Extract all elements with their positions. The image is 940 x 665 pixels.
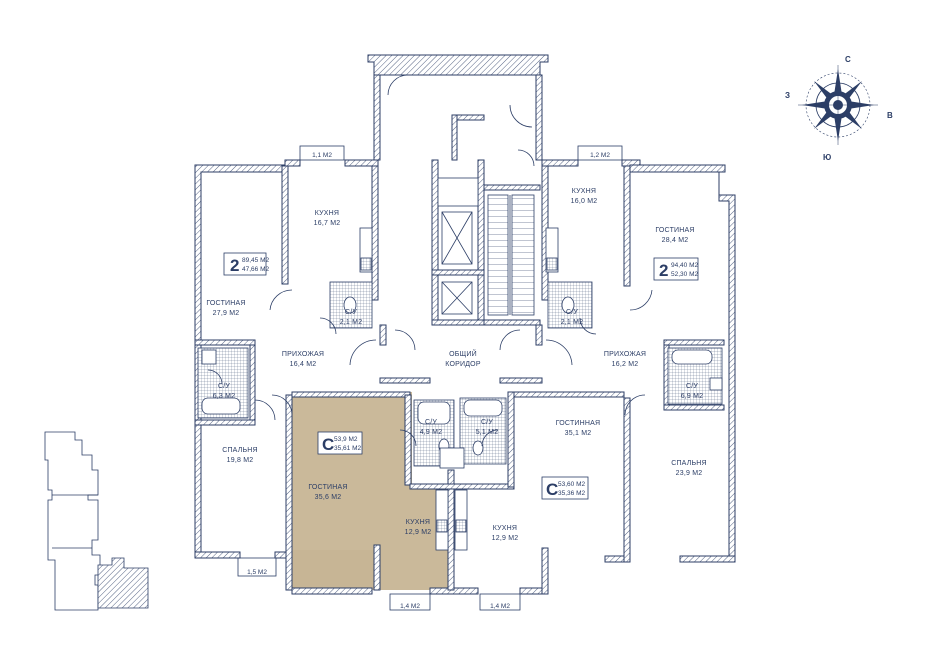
balcony-label-top-left: 1,1 М2	[312, 152, 332, 159]
room-name: ПРИХОЖАЯ	[282, 351, 324, 358]
apartment-total-area: 94,40 М2	[671, 262, 698, 269]
room-name: ГОСТИНАЯ	[206, 300, 245, 307]
balcony-label-top-right: 1,2 М2	[590, 152, 610, 159]
room-area: 23,9 М2	[676, 470, 703, 477]
room-name: С/У	[345, 309, 357, 316]
compass-south: Ю	[823, 153, 831, 162]
room-area: 28,4 М2	[662, 237, 689, 244]
room-area: 35,1 М2	[565, 430, 592, 437]
compass-north: С	[845, 55, 851, 64]
corridor-name: КОРИДОР	[445, 361, 481, 368]
compass-west: З	[785, 91, 790, 100]
highlighted-apartment-extension	[292, 550, 380, 590]
room-name: С/У	[566, 309, 578, 316]
stairs	[487, 194, 535, 316]
room-area: 4,9 М2	[420, 429, 443, 436]
room-name: С/У	[218, 383, 230, 390]
apartment-badge[interactable]: С 53,9 М2 35,61 М2	[317, 431, 363, 455]
key-plan-icon	[44, 431, 149, 611]
room-name: СПАЛЬНЯ	[671, 460, 707, 467]
apartment-total-area: 53,60 М2	[558, 481, 585, 488]
balcony-label-bottom-mid-right: 1,4 М2	[490, 603, 510, 610]
balcony-label-bottom-left: 1,5 М2	[247, 569, 267, 576]
room-name: КУХНЯ	[572, 188, 596, 195]
room-name: ГОСТИННАЯ	[556, 420, 601, 427]
room-name: С/У	[481, 419, 493, 426]
room-name: ГОСТИНАЯ	[655, 227, 694, 234]
balconies	[237, 145, 623, 611]
bathroom-fixtures	[197, 281, 723, 469]
room-area: 16,2 М2	[612, 361, 639, 368]
corridor-name: ОБЩИЙ	[449, 349, 477, 358]
kitchen-counters	[359, 227, 559, 551]
apartment-badge[interactable]: 2 89,45 М2 47,66 М2	[223, 252, 269, 276]
room-name: С/У	[686, 383, 698, 390]
room-area: 2,1 М2	[561, 319, 584, 326]
room-labels: КУХНЯ 16,7 М2 КУХНЯ 16,0 М2 ГОСТИНАЯ 27,…	[206, 188, 706, 542]
room-name: ГОСТИНАЯ	[308, 484, 347, 491]
interior-walls	[194, 114, 725, 591]
apartment-living-area: 35,61 М2	[334, 445, 361, 452]
apartment-badge[interactable]: 2 94,40 М2 52,30 М2	[653, 257, 698, 281]
room-area: 19,8 М2	[227, 457, 254, 464]
room-name: КУХНЯ	[406, 519, 430, 526]
balcony-label-bottom-mid-left: 1,4 М2	[400, 603, 420, 610]
room-area: 16,0 М2	[571, 198, 598, 205]
apartment-total-area: 53,9 М2	[334, 436, 358, 443]
apartment-badge[interactable]: С 53,60 М2 35,36 М2	[541, 476, 589, 500]
compass-east: В	[887, 111, 893, 120]
room-name: С/У	[425, 419, 437, 426]
room-area: 35,6 М2	[315, 494, 342, 501]
room-area: 12,9 М2	[405, 529, 432, 536]
doors	[207, 74, 653, 447]
apartment-living-area: 52,30 М2	[671, 271, 698, 278]
room-name: СПАЛЬНЯ	[222, 447, 258, 454]
outer-walls	[194, 54, 736, 595]
apartment-type: 2	[230, 256, 239, 275]
room-area: 2,1 М2	[340, 319, 363, 326]
elevators	[437, 177, 479, 315]
room-area: 5,1 М2	[476, 429, 499, 436]
room-area: 12,9 М2	[492, 535, 519, 542]
apartment-living-area: 35,36 М2	[558, 490, 585, 497]
apartment-type: С	[322, 435, 334, 454]
apartment-total-area: 89,45 М2	[242, 257, 269, 264]
room-name: ПРИХОЖАЯ	[604, 351, 646, 358]
room-name: КУХНЯ	[315, 210, 339, 217]
apartment-living-area: 47,66 М2	[242, 266, 269, 273]
room-area: 27,9 М2	[213, 310, 240, 317]
room-area: 16,7 М2	[314, 220, 341, 227]
room-area: 16,4 М2	[290, 361, 317, 368]
apartment-type: С	[546, 480, 558, 499]
apartment-type: 2	[659, 261, 668, 280]
compass-rose-icon	[798, 65, 878, 145]
room-area: 6,9 М2	[681, 393, 704, 400]
room-name: КУХНЯ	[493, 525, 517, 532]
room-area: 6,3 М2	[213, 393, 236, 400]
